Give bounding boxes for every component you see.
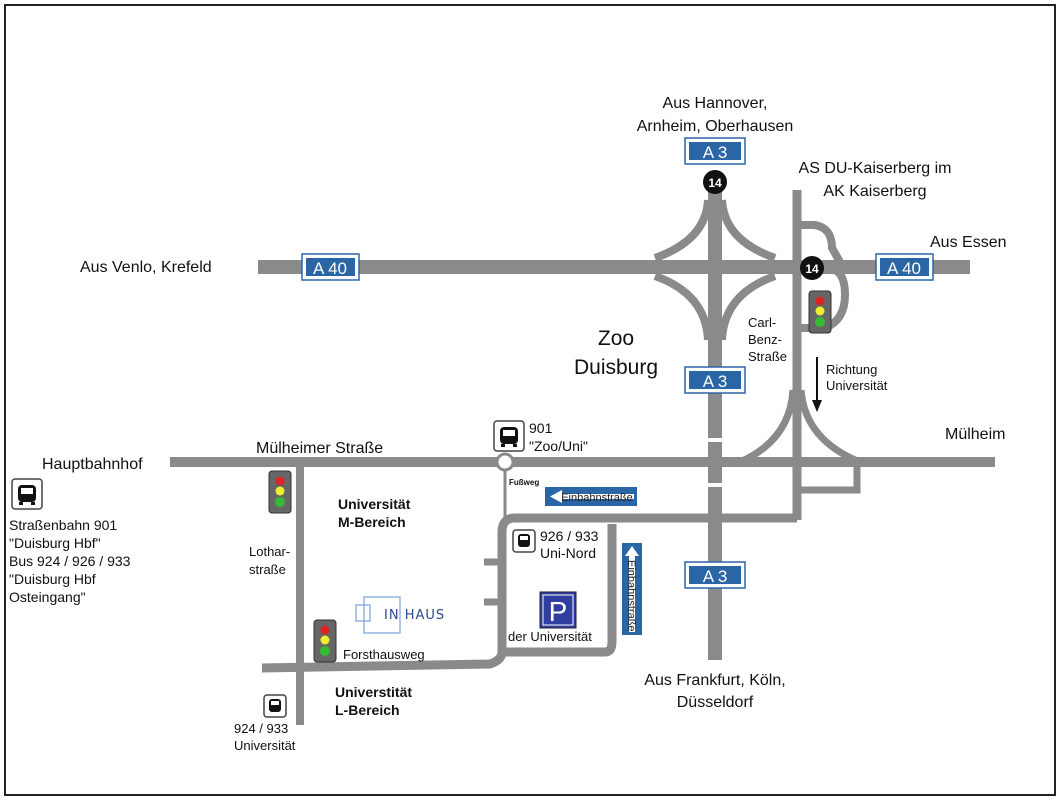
bus-icon	[493, 420, 525, 452]
svg-text:Düsseldorf: Düsseldorf	[677, 694, 754, 711]
exit-14-north: 14	[703, 170, 727, 194]
traffic-light-icon	[268, 470, 292, 514]
traffic-lights	[268, 290, 832, 663]
one-way-sign-horizontal: Einbahnstraße	[545, 487, 637, 506]
stop-universitaet-line: 924 / 933	[234, 721, 288, 736]
svg-text:Einbahnstraße: Einbahnstraße	[625, 560, 637, 632]
svg-text:Straße: Straße	[748, 349, 787, 364]
svg-text:A 40: A 40	[313, 259, 347, 278]
svg-text:A 3: A 3	[703, 143, 728, 162]
svg-text:Bus 924 / 926 / 933: Bus 924 / 926 / 933	[9, 553, 131, 569]
hbf-stop-info: Straßenbahn 901	[9, 517, 117, 533]
sign-a40-west: A 40	[301, 253, 360, 281]
label-from-venlo: Aus Venlo, Krefeld	[80, 259, 212, 276]
svg-text:A 3: A 3	[703, 567, 728, 586]
label-lotharstrasse: Lothar-	[249, 544, 290, 559]
label-muelheim: Mülheim	[945, 426, 1005, 443]
map-frame	[4, 4, 1056, 796]
sign-a3-north: A 3	[684, 137, 746, 165]
label-from-essen: Aus Essen	[930, 234, 1006, 251]
kaiserberg-loops	[797, 221, 850, 332]
parking-sign: P	[539, 591, 577, 629]
road-uni-ring	[261, 513, 797, 673]
svg-text:Universität: Universität	[826, 378, 888, 393]
svg-text:Einbahnstraße: Einbahnstraße	[561, 492, 633, 504]
label-from-hannover: Aus Hannover,	[663, 95, 768, 112]
label-kaiserberg: AS DU-Kaiserberg im	[799, 160, 952, 177]
label-fussweg: Fußweg	[509, 478, 539, 487]
label-muelheimer-strasse: Mülheimer Straße	[256, 440, 383, 457]
stop-uni-nord-line: 926 / 933	[540, 528, 599, 544]
direction-arrow	[812, 357, 822, 412]
inhaus-logo: IN HAUS	[355, 596, 445, 634]
svg-text:"Duisburg Hbf: "Duisburg Hbf	[9, 571, 96, 587]
traffic-light-icon	[313, 619, 337, 663]
svg-text:Duisburg: Duisburg	[574, 356, 658, 379]
label-carl-benz-strasse: Carl-	[748, 315, 776, 330]
muelheim-exit	[800, 462, 861, 494]
muelheim-ramps	[738, 389, 862, 466]
label-from-frankfurt: Aus Frankfurt, Köln,	[644, 672, 785, 689]
stop-zoo-uni-line: 901	[529, 420, 553, 436]
label-hauptbahnhof: Hauptbahnhof	[42, 456, 143, 473]
label-zoo: Zoo	[598, 327, 634, 350]
svg-text:M-Bereich: M-Bereich	[338, 514, 406, 530]
stop-zoo-uni-name: "Zoo/Uni"	[529, 438, 588, 454]
bus-icons	[11, 420, 536, 718]
sign-a40-east: A 40	[875, 253, 934, 281]
roads	[170, 190, 995, 725]
svg-text:AK Kaiserberg: AK Kaiserberg	[823, 183, 926, 200]
svg-text:Benz-: Benz-	[748, 332, 782, 347]
svg-text:P: P	[549, 596, 568, 627]
tram-stop-circle	[495, 452, 515, 472]
exit-14-kaiserberg: 14	[800, 256, 824, 280]
motorway-signs: A 3 A 3 A 3 A 40 A 40 14 14	[301, 137, 934, 589]
stop-uni-nord-name: Uni-Nord	[540, 545, 596, 561]
svg-text:straße: straße	[249, 562, 286, 577]
svg-text:IN HAUS: IN HAUS	[384, 608, 445, 623]
svg-text:Arnheim, Oberhausen: Arnheim, Oberhausen	[637, 118, 794, 135]
svg-text:"Duisburg Hbf": "Duisburg Hbf"	[9, 535, 101, 551]
label-forsthausweg: Forsthausweg	[343, 647, 425, 662]
svg-text:L-Bereich: L-Bereich	[335, 702, 400, 718]
svg-text:14: 14	[708, 176, 722, 190]
map-labels: Aus Hannover, Arnheim, Oberhausen AS DU-…	[9, 95, 1006, 753]
bus-icon	[11, 478, 43, 510]
svg-text:Osteingang": Osteingang"	[9, 589, 86, 605]
label-parking: der Universität	[508, 629, 592, 644]
label-uni-l-bereich: Universtität	[335, 684, 412, 700]
bus-icon	[512, 529, 536, 553]
svg-text:14: 14	[805, 262, 819, 276]
sign-a3-south: A 3	[684, 561, 746, 589]
bus-icon	[263, 694, 287, 718]
svg-text:A 40: A 40	[887, 259, 921, 278]
traffic-light-icon	[808, 290, 832, 334]
sign-a3-mid: A 3	[684, 366, 746, 394]
one-way-sign-vertical: Einbahnstraße	[622, 543, 642, 635]
label-uni-m-bereich: Universität	[338, 496, 411, 512]
road-parking-loop	[502, 524, 617, 657]
label-richtung-universitaet: Richtung	[826, 362, 877, 377]
interchange-ramps	[653, 199, 777, 341]
svg-text:A 3: A 3	[703, 372, 728, 391]
stop-universitaet-name: Universität	[234, 738, 296, 753]
